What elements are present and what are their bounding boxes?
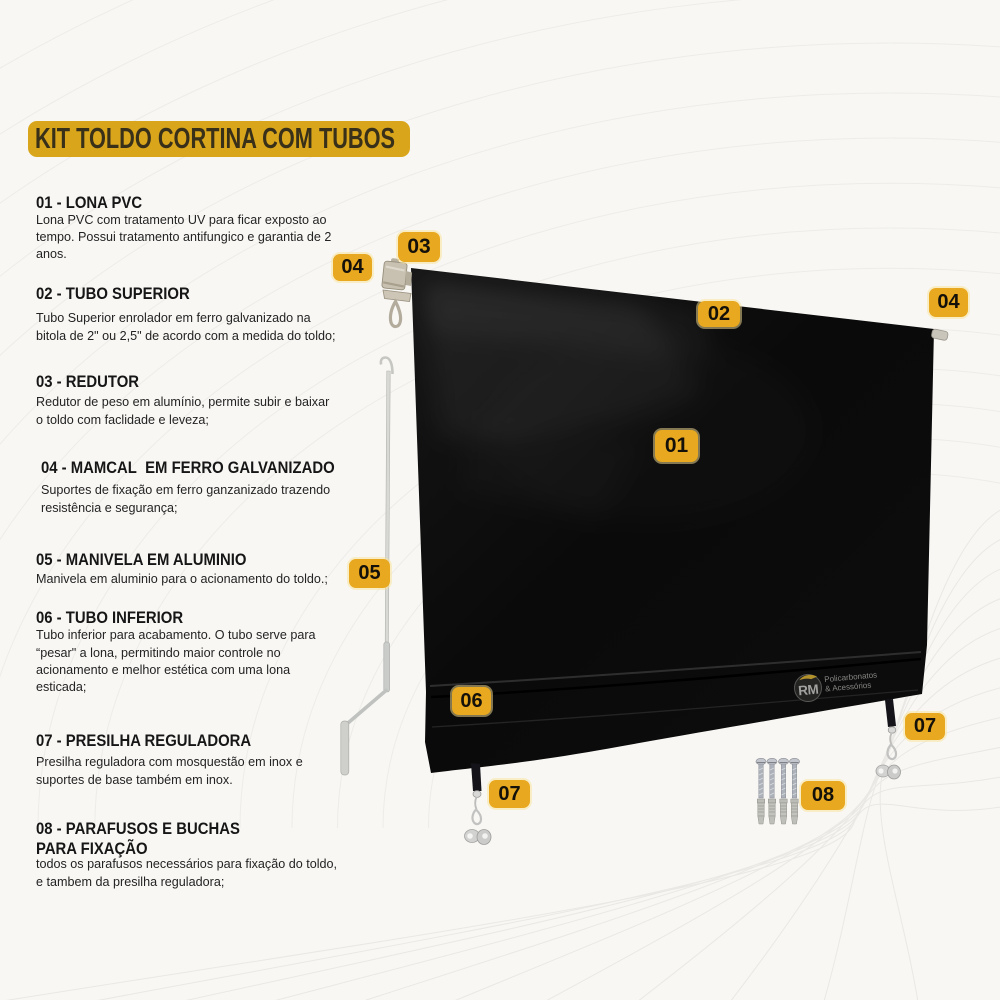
svg-text:& Acessórios: & Acessórios: [825, 680, 872, 693]
svg-text:RM: RM: [798, 682, 819, 699]
